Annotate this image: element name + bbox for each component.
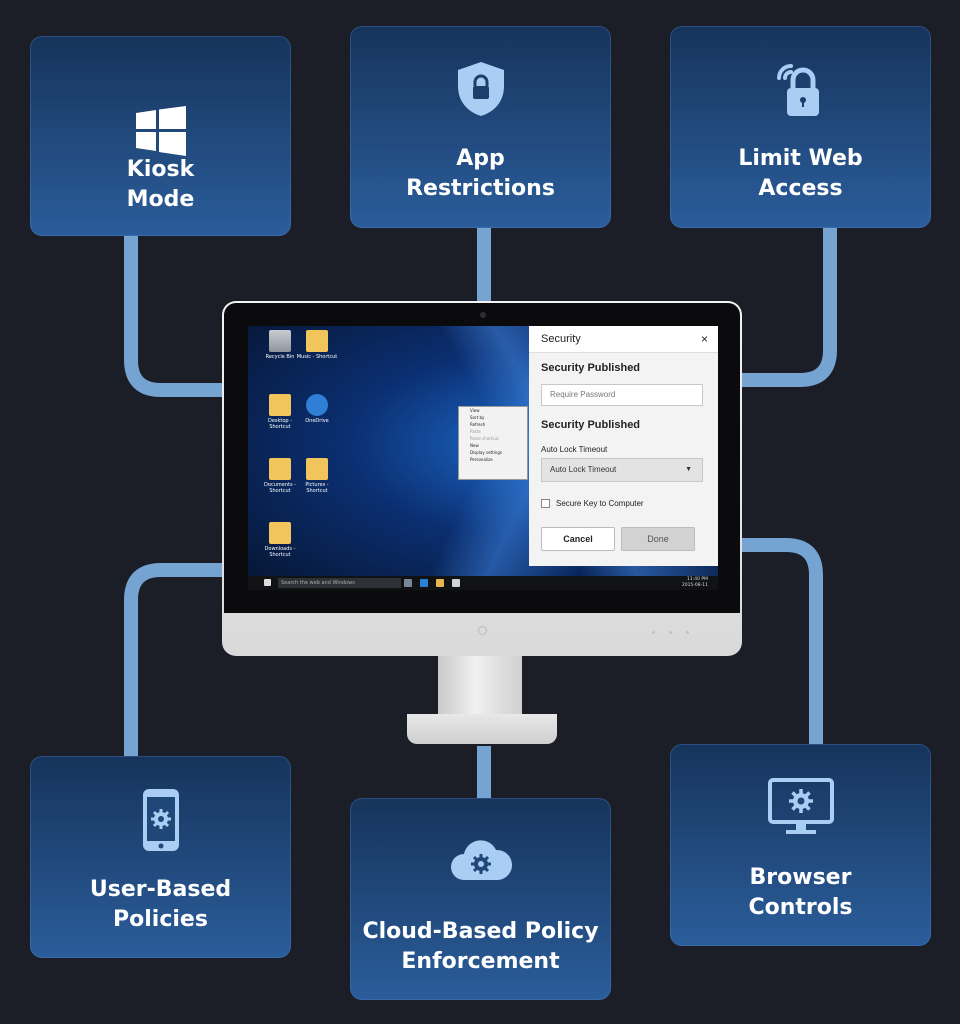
context-menu-item[interactable]: Personalize	[470, 457, 493, 462]
security-panel-title: Security	[541, 333, 581, 345]
cloud-gear-icon	[350, 836, 611, 882]
connector-browser	[740, 538, 823, 744]
file-explorer-icon[interactable]	[436, 579, 444, 587]
require-password-field[interactable]: Require Password	[541, 384, 703, 406]
monitor-stand-neck	[438, 656, 522, 716]
recycle-bin-icon	[269, 330, 291, 352]
pictures-folder-icon	[306, 458, 328, 480]
chevron-down-icon: ▼	[685, 466, 692, 473]
desktop-folder-icon	[269, 394, 291, 416]
close-icon[interactable]: ×	[700, 332, 708, 346]
camera-icon	[480, 312, 486, 318]
monitor-indicator-dots	[652, 631, 689, 634]
desktop-icon-pictures[interactable]: Pictures - Shortcut	[294, 458, 340, 494]
done-button[interactable]: Done	[621, 527, 695, 551]
taskbar-clock[interactable]: 11:40 PM 2015-08-11	[681, 577, 708, 588]
start-button-icon[interactable]	[264, 579, 271, 586]
connector-kiosk	[124, 236, 224, 397]
security-heading-2: Security Published	[541, 419, 641, 431]
desktop-icon-onedrive[interactable]: OneDrive	[294, 394, 340, 424]
context-menu-item[interactable]: View	[470, 408, 480, 413]
store-icon[interactable]	[452, 579, 460, 587]
desktop-icon-music[interactable]: Music - Shortcut	[294, 330, 340, 360]
secure-key-label: Secure Key to Computer	[556, 499, 644, 508]
security-panel-header: Security ×	[529, 326, 718, 353]
documents-folder-icon	[269, 458, 291, 480]
auto-lock-timeout-select[interactable]: Auto Lock Timeout ▼	[541, 458, 703, 482]
monitor-logo-icon	[478, 626, 487, 635]
cancel-button[interactable]: Cancel	[541, 527, 615, 551]
wireless-lock-icon	[670, 60, 931, 120]
shield-lock-icon	[350, 62, 611, 116]
connector-user	[124, 563, 224, 756]
context-menu-item[interactable]: Sort by	[470, 415, 485, 420]
desktop-icon-downloads[interactable]: Downloads - Shortcut	[257, 522, 303, 558]
task-view-icon[interactable]	[404, 579, 412, 587]
context-menu-item[interactable]: Paste shortcut	[470, 436, 499, 441]
context-menu-item[interactable]: Refresh	[470, 422, 486, 427]
downloads-folder-icon	[269, 522, 291, 544]
secure-key-checkbox[interactable]	[541, 499, 550, 508]
context-menu-item[interactable]: Paste	[470, 429, 481, 434]
taskbar: Search the web and Windows 11:40 PM 2015…	[248, 576, 718, 590]
music-folder-icon	[306, 330, 328, 352]
phone-gear-icon	[30, 788, 291, 852]
monitor-gear-icon	[670, 778, 931, 836]
context-menu-item[interactable]: New	[470, 443, 479, 448]
taskbar-search[interactable]: Search the web and Windows	[278, 578, 401, 588]
monitor-stand-base	[407, 714, 557, 744]
security-panel: Security × Security Published Require Pa…	[529, 326, 718, 566]
context-menu: View Sort by Refresh Paste Paste shortcu…	[458, 406, 528, 480]
security-heading-1: Security Published	[541, 362, 641, 374]
connector-web	[740, 228, 837, 387]
edge-browser-icon[interactable]	[420, 579, 428, 587]
auto-lock-timeout-label: Auto Lock Timeout	[541, 445, 608, 454]
windows-logo-icon	[30, 106, 291, 156]
desktop-icon-documents[interactable]: Documents - Shortcut	[257, 458, 303, 494]
desktop-icon-desktop[interactable]: Desktop - Shortcut	[257, 394, 303, 430]
context-menu-item[interactable]: Display settings	[470, 450, 502, 455]
desktop-icon-recycle-bin[interactable]: Recycle Bin	[257, 330, 303, 360]
onedrive-icon	[306, 394, 328, 416]
